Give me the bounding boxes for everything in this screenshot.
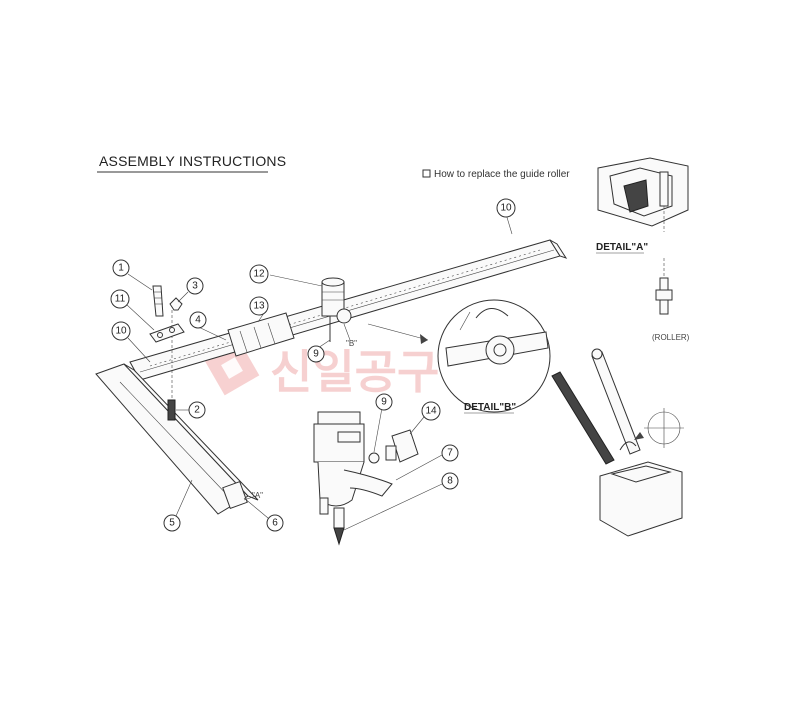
callout-8: 8 [441, 472, 459, 490]
watermark: 신일공구 [204, 340, 439, 398]
detail-a-label: DETAIL"A" [596, 242, 648, 253]
cutter-head-assembly [313, 411, 419, 546]
svg-text:13: 13 [253, 301, 265, 312]
svg-text:5: 5 [169, 518, 175, 529]
callout-10-base: 10 [111, 321, 131, 341]
callout-2: 2 [188, 401, 206, 419]
callout-10-rail-end: 10 [496, 198, 516, 218]
svg-text:8: 8 [447, 476, 453, 487]
callout-4: 4 [189, 311, 207, 329]
callout-12: 12 [249, 264, 269, 284]
ref-b-label: "B" [346, 339, 357, 348]
svg-text:2: 2 [194, 405, 200, 416]
note-checkbox-icon [422, 169, 431, 178]
detail-b-arrow [367, 323, 429, 344]
base-plate [95, 363, 259, 515]
svg-text:10: 10 [115, 326, 127, 337]
cutter-head-top [321, 277, 352, 342]
svg-text:1: 1 [118, 263, 124, 274]
callout-14: 14 [421, 401, 441, 421]
page-title: ASSEMBLY INSTRUCTIONS [99, 153, 286, 169]
detail-b-view [437, 299, 551, 413]
ref-a-label: "A" [252, 491, 263, 500]
callout-1: 1 [112, 259, 130, 277]
callout-9-rail: 9 [307, 345, 325, 363]
detail-a-view [597, 157, 689, 315]
svg-text:3: 3 [192, 281, 198, 292]
svg-text:12: 12 [253, 269, 265, 280]
svg-text:9: 9 [381, 397, 387, 408]
callout-3: 3 [186, 277, 204, 295]
roller-label: (ROLLER) [652, 333, 690, 342]
svg-text:9: 9 [313, 349, 319, 360]
svg-text:11: 11 [115, 294, 126, 305]
leader-lines [126, 213, 513, 531]
svg-text:10: 10 [500, 203, 512, 214]
svg-text:14: 14 [425, 406, 437, 417]
callout-6: 6 [266, 514, 284, 532]
callout-9-head: 9 [375, 393, 393, 411]
guide-roller-note: How to replace the guide roller [434, 169, 570, 180]
callout-5: 5 [163, 514, 181, 532]
grip-sleeve [227, 312, 295, 357]
svg-text:신일공구: 신일공구 [270, 346, 439, 398]
roller-illustration [551, 348, 684, 537]
callout-13: 13 [249, 296, 269, 316]
svg-text:4: 4 [195, 315, 201, 326]
callout-11: 11 [110, 289, 130, 309]
svg-text:6: 6 [272, 518, 278, 529]
svg-text:7: 7 [447, 448, 453, 459]
callout-7: 7 [441, 444, 459, 462]
detail-b-label: DETAIL"B" [464, 402, 516, 413]
